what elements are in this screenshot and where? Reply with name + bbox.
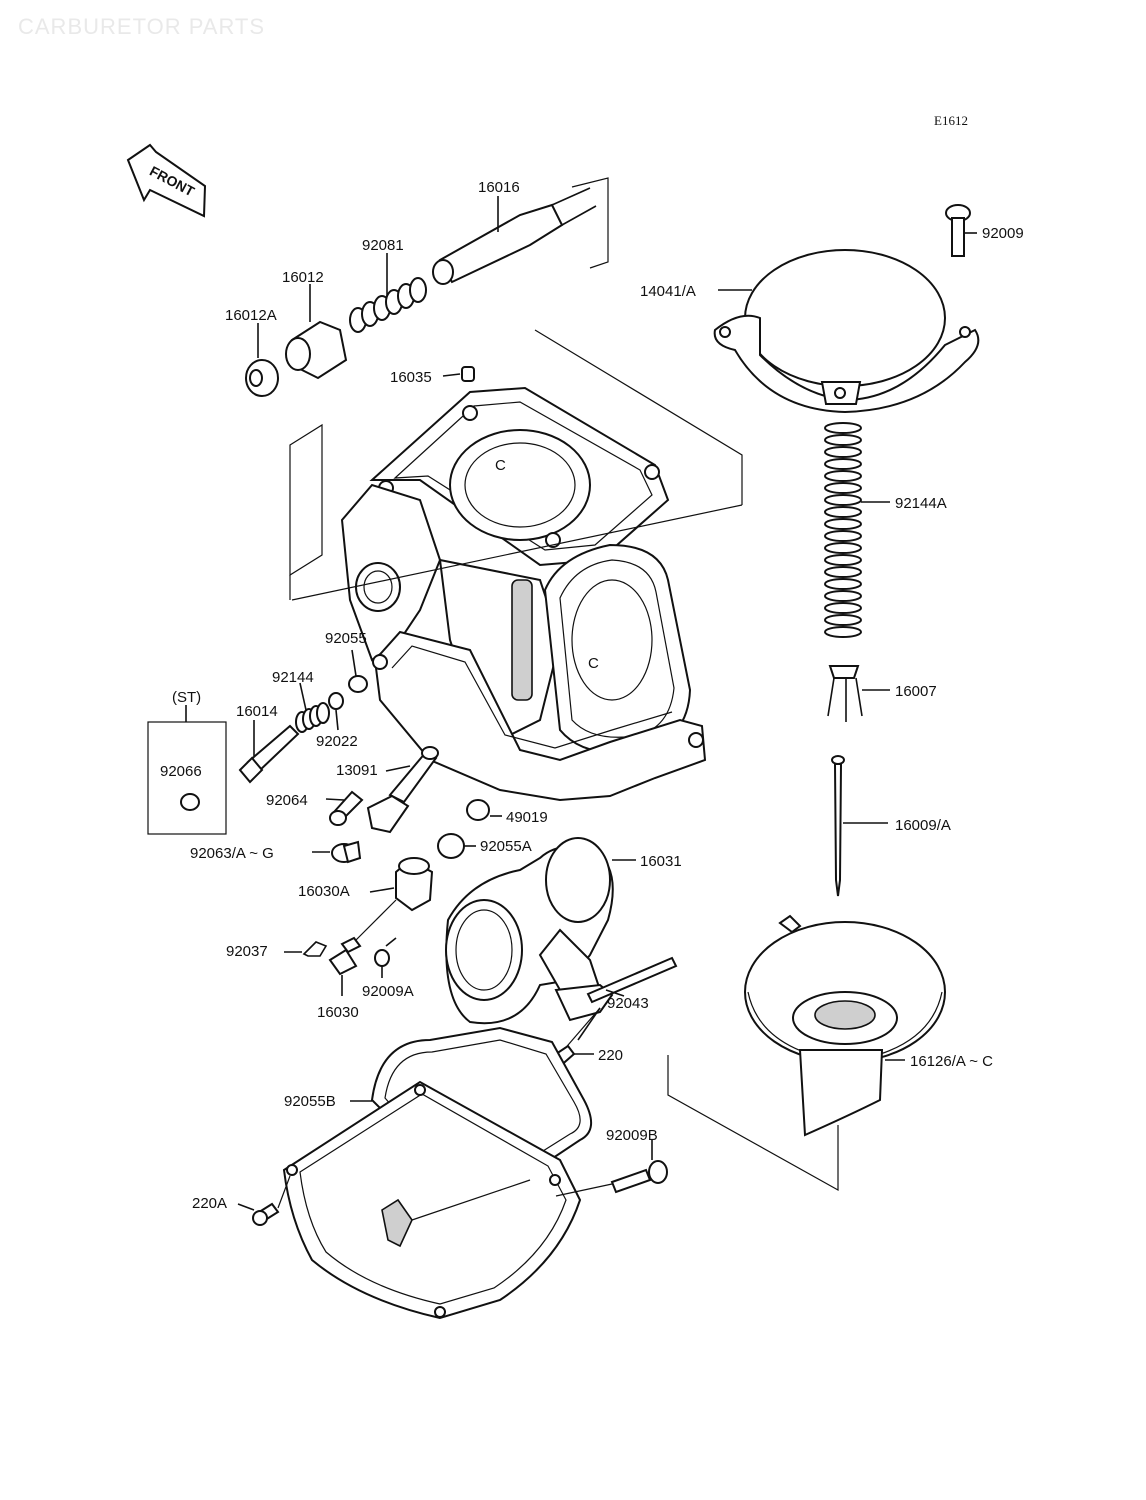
label-st: (ST) <box>172 689 201 706</box>
label-13091: 13091 <box>336 762 378 779</box>
label-92043: 92043 <box>607 995 649 1012</box>
label-92055b: 92055B <box>284 1093 336 1110</box>
carburetor-body: C C <box>289 329 743 802</box>
watermark-title: CARBURETOR PARTS <box>18 14 266 39</box>
body-mark-c2: C <box>588 655 599 672</box>
label-220a: 220A <box>192 1195 227 1212</box>
label-16030: 16030 <box>317 1004 359 1021</box>
label-92037: 92037 <box>226 943 268 960</box>
label-16031: 16031 <box>640 853 682 870</box>
label-49019: 49019 <box>506 809 548 826</box>
label-92144: 92144 <box>272 669 314 686</box>
jet-group <box>312 746 502 864</box>
label-92066: 92066 <box>160 763 202 780</box>
label-92009a: 92009A <box>362 983 414 1000</box>
label-14041-a: 14041/A <box>640 283 696 300</box>
front-arrow-icon: FRONT <box>126 143 207 218</box>
label-16016: 16016 <box>478 179 520 196</box>
label-92055a: 92055A <box>480 838 532 855</box>
diagram-code: E1612 <box>934 113 968 128</box>
label-92055: 92055 <box>325 630 367 647</box>
vacuum-piston-column <box>667 204 980 1192</box>
pilot-screw-group <box>147 649 368 835</box>
starter-plunger-group <box>245 177 609 397</box>
label-92144a: 92144A <box>895 495 947 512</box>
label-220: 220 <box>598 1047 623 1064</box>
label-16035: 16035 <box>390 369 432 386</box>
label-16009-a: 16009/A <box>895 817 951 834</box>
float-group <box>445 837 678 1053</box>
float-valve-group <box>284 857 434 996</box>
label-16012: 16012 <box>282 269 324 286</box>
label-92063-a-g: 92063/A ~ G <box>190 845 274 862</box>
float-bowl-group <box>237 1026 668 1320</box>
plug-16035-part <box>461 366 475 382</box>
label-92081: 92081 <box>362 237 404 254</box>
label-92009b: 92009B <box>606 1127 658 1144</box>
label-92022: 92022 <box>316 733 358 750</box>
label-16030a: 16030A <box>298 883 350 900</box>
label-16126-a-c: 16126/A ~ C <box>910 1053 993 1070</box>
label-16012a: 16012A <box>225 307 277 324</box>
body-mark-c: C <box>495 457 506 474</box>
spring-92144a-part <box>824 422 862 638</box>
label-16007: 16007 <box>895 683 937 700</box>
label-16014: 16014 <box>236 703 278 720</box>
label-92009: 92009 <box>982 225 1024 242</box>
label-92064: 92064 <box>266 792 308 809</box>
